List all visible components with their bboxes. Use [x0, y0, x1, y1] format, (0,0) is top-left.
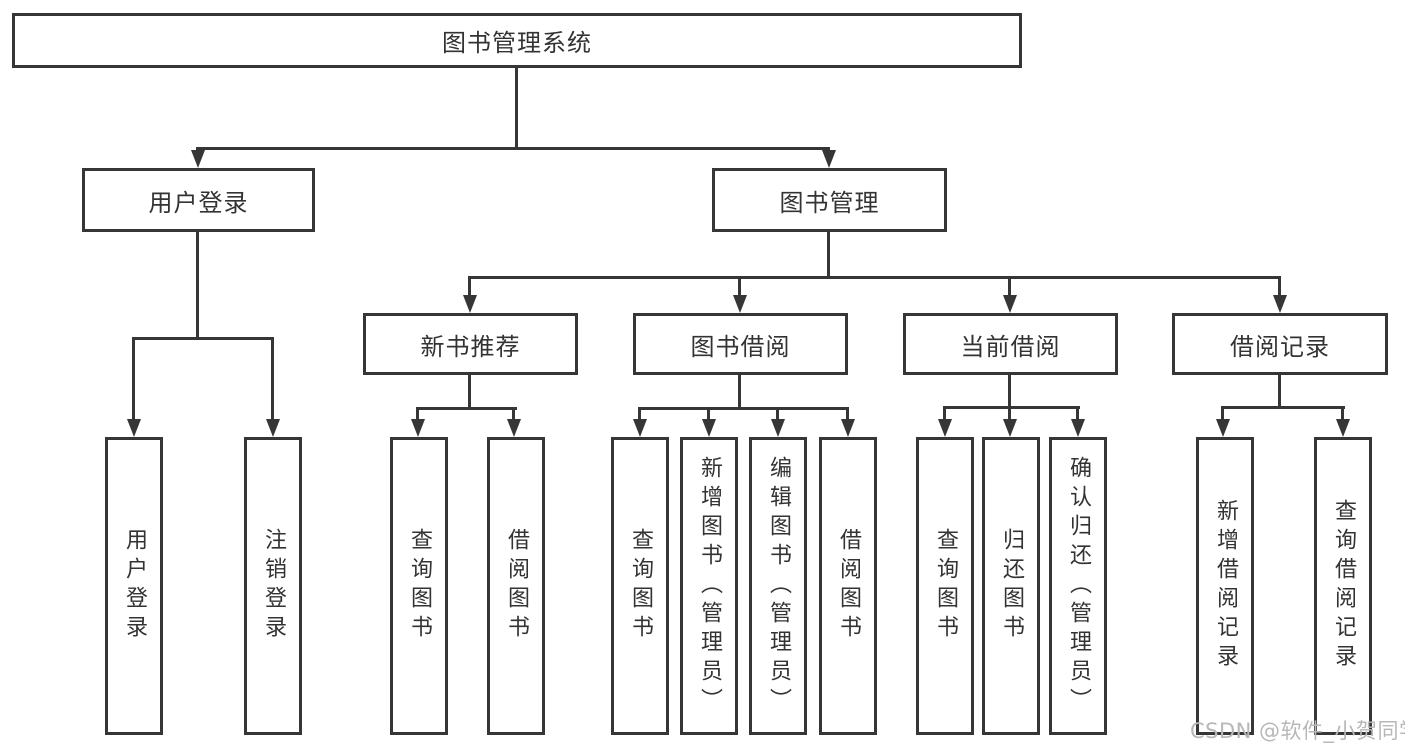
- leaf-label: 查询图书: [407, 528, 432, 644]
- connector-newbook-bar: [416, 407, 517, 410]
- connector-borrowing-drop-3: [776, 407, 779, 422]
- leaf-query-books-3: 查询图书: [916, 437, 974, 735]
- arrow-down-icon: [1273, 295, 1287, 313]
- connector-current-drop-2: [1008, 406, 1011, 422]
- node-user-login: 用户登录: [82, 168, 315, 232]
- leaf-label: 归还图书: [999, 528, 1024, 644]
- node-label: 图书管理: [779, 188, 880, 217]
- connector-newbook-drop-1: [416, 407, 419, 422]
- arrow-down-icon: [771, 419, 785, 437]
- connector-bookmgmt-drop-3: [1008, 276, 1011, 298]
- leaf-return-books: 归还图书: [982, 437, 1040, 735]
- leaf-confirm-return-admin: 确认归还（管理员）: [1049, 437, 1107, 735]
- leaf-logout: 注销登录: [244, 437, 302, 735]
- leaf-add-borrow-record: 新增借阅记录: [1196, 437, 1254, 735]
- arrow-down-icon: [938, 419, 952, 437]
- connector-userlogin-stem: [196, 232, 199, 337]
- connector-records-drop-2: [1341, 406, 1344, 422]
- connector-current-drop-3: [1076, 406, 1079, 422]
- leaf-label: 用户登录: [122, 528, 147, 644]
- leaf-query-books-2: 查询图书: [611, 437, 669, 735]
- node-book-borrowing: 图书借阅: [633, 313, 848, 375]
- leaf-label: 注销登录: [261, 528, 286, 644]
- connector-bookmgmt-stem: [827, 232, 830, 276]
- arrow-down-icon: [1216, 419, 1230, 437]
- connector-newbook-stem: [468, 375, 471, 407]
- connector-current-stem: [1008, 375, 1011, 406]
- connector-current-drop-1: [943, 406, 946, 422]
- connector-records-drop-1: [1221, 406, 1224, 422]
- connector-bookmgmt-drop-2: [738, 276, 741, 298]
- arrow-down-icon: [702, 419, 716, 437]
- node-new-book-recommend: 新书推荐: [363, 313, 578, 375]
- arrow-down-icon: [411, 419, 425, 437]
- leaf-label: 编辑图书（管理员）: [766, 455, 791, 717]
- connector-borrowing-drop-4: [846, 407, 849, 422]
- arrow-down-icon: [1003, 419, 1017, 437]
- arrow-down-icon: [633, 419, 647, 437]
- arrow-down-icon: [841, 419, 855, 437]
- connector-userlogin-bar: [132, 337, 274, 340]
- leaf-user-login: 用户登录: [105, 437, 163, 735]
- leaf-label: 查询借阅记录: [1331, 499, 1356, 673]
- leaf-label: 查询图书: [628, 528, 653, 644]
- arrow-down-icon: [1071, 419, 1085, 437]
- leaf-query-borrow-record: 查询借阅记录: [1314, 437, 1372, 735]
- leaf-label: 新增借阅记录: [1213, 499, 1238, 673]
- connector-newbook-drop-2: [512, 407, 515, 422]
- leaf-label: 新增图书（管理员）: [697, 455, 722, 717]
- leaf-label: 查询图书: [933, 528, 958, 644]
- leaf-label: 借阅图书: [504, 528, 529, 644]
- connector-bookmgmt-drop-4: [1278, 276, 1281, 298]
- node-library-management-system: 图书管理系统: [12, 13, 1022, 68]
- connector-records-stem: [1278, 375, 1281, 406]
- arrow-down-icon: [1003, 295, 1017, 313]
- arrow-down-icon: [733, 295, 747, 313]
- connector-borrowing-bar: [638, 407, 849, 410]
- arrow-down-icon: [266, 419, 280, 437]
- connector-userlogin-drop-1: [132, 337, 135, 422]
- leaf-label: 借阅图书: [836, 528, 861, 644]
- arrow-down-icon: [1336, 419, 1350, 437]
- leaf-edit-books-admin: 编辑图书（管理员）: [749, 437, 807, 735]
- leaf-borrow-books-2: 借阅图书: [819, 437, 877, 735]
- connector-borrowing-stem: [738, 375, 741, 407]
- arrow-down-icon: [127, 419, 141, 437]
- connector-root-stem: [515, 68, 518, 147]
- leaf-query-books-1: 查询图书: [390, 437, 448, 735]
- connector-bookmgmt-bar: [468, 276, 1281, 279]
- node-borrowing-records: 借阅记录: [1172, 313, 1388, 375]
- arrow-down-icon: [463, 295, 477, 313]
- node-label: 图书管理系统: [442, 29, 592, 57]
- connector-root-bar: [196, 147, 830, 150]
- node-label: 当前借阅: [960, 332, 1061, 361]
- node-current-borrowing: 当前借阅: [903, 313, 1118, 375]
- leaf-borrow-books-1: 借阅图书: [487, 437, 545, 735]
- arrow-down-icon: [822, 150, 836, 168]
- node-label: 图书借阅: [690, 332, 791, 361]
- leaf-add-books-admin: 新增图书（管理员）: [680, 437, 738, 735]
- connector-records-bar: [1221, 406, 1345, 409]
- arrow-down-icon: [191, 150, 205, 168]
- connector-current-bar: [943, 406, 1080, 409]
- csdn-watermark: CSDN @软件_小贺同学: [1190, 719, 1405, 743]
- connector-userlogin-drop-2: [271, 337, 274, 422]
- connector-bookmgmt-drop-1: [468, 276, 471, 298]
- node-label: 借阅记录: [1230, 332, 1330, 361]
- node-label: 新书推荐: [420, 332, 521, 361]
- connector-borrowing-drop-1: [638, 407, 641, 422]
- node-label: 用户登录: [148, 188, 249, 217]
- connector-borrowing-drop-2: [707, 407, 710, 422]
- arrow-down-icon: [507, 419, 521, 437]
- node-book-management: 图书管理: [712, 168, 947, 232]
- leaf-label: 确认归还（管理员）: [1066, 455, 1091, 717]
